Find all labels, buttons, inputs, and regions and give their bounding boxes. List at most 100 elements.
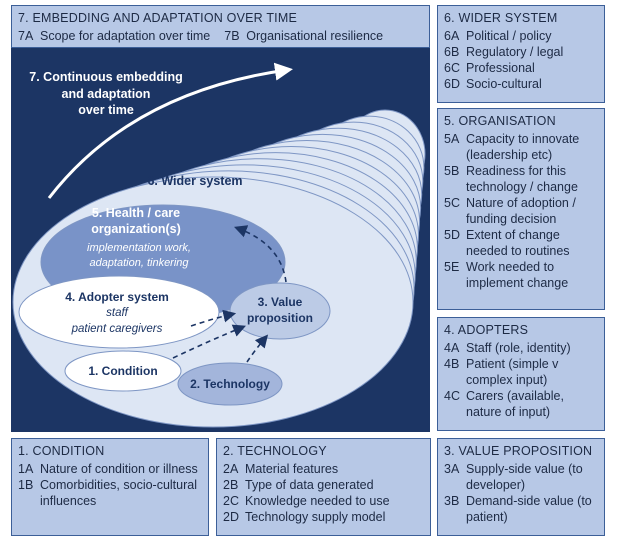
item-text: Extent of change needed to routines (466, 228, 570, 258)
nasss-diagram: 7. Continuous embedding and adaptation o… (11, 48, 430, 432)
organisation-label-2: organization(s) (91, 222, 181, 236)
item-text: Material features (245, 462, 339, 476)
adopter-item-4a: 4A Staff (role, identity) (444, 340, 598, 356)
item-text: Political / policy (466, 29, 552, 43)
item-text: Professional (466, 61, 535, 75)
wider-item-6d: 6D Socio-cultural (444, 76, 598, 92)
tech-item-2a: 2A Material features (223, 461, 424, 477)
embedding-items: 7A Scope for adaptation over time 7B Org… (18, 28, 423, 44)
item-code: 4B (444, 357, 460, 371)
organisation-label-1: 5. Health / care (92, 206, 180, 220)
adopter-item-4c: 4C Carers (available, nature of input) (444, 388, 598, 420)
item-text: Patient (simple v complex input) (466, 357, 559, 387)
item-code: 5A (444, 132, 460, 146)
embedding-heading: 7. EMBEDDING AND ADAPTATION OVER TIME (18, 11, 297, 25)
item-code: 6D (444, 77, 460, 91)
continuous-embedding-label-3: over time (78, 103, 134, 117)
value-item-3b: 3B Demand-side value (to patient) (444, 493, 598, 525)
technology-heading: 2. TECHNOLOGY (223, 444, 327, 458)
item-text: Carers (available, nature of input) (466, 389, 564, 419)
item-code: 4A (444, 341, 460, 355)
wider-system-label: 6. Wider system (147, 174, 242, 188)
item-code: 2B (223, 478, 239, 492)
wider-item-6a: 6A Political / policy (444, 28, 598, 44)
item-code: 7A (18, 29, 34, 43)
condition-item-1a: 1A Nature of condition or illness (18, 461, 202, 477)
item-code: 5C (444, 196, 460, 210)
condition-panel: 1. CONDITION 1A Nature of condition or il… (11, 438, 209, 536)
embedding-item-7a: 7A Scope for adaptation over time (18, 28, 210, 44)
value-item-3a: 3A Supply-side value (to developer) (444, 461, 598, 493)
arrow-technology-to-value (246, 334, 269, 363)
wider-system-panel: 6. WIDER SYSTEM 6A Political / policy 6B R… (437, 5, 605, 103)
item-text: Type of data generated (245, 478, 374, 492)
item-code: 6C (444, 61, 460, 75)
condition-ellipse (64, 350, 182, 392)
embedding-item-7b: 7B Organisational resilience (224, 28, 383, 44)
item-text: Supply-side value (to developer) (466, 462, 583, 492)
item-text: Organisational resilience (246, 29, 384, 43)
item-code: 1A (18, 462, 34, 476)
item-code: 4C (444, 389, 460, 403)
item-text: Readiness for this technology / change (466, 164, 578, 194)
value-proposition-label-1: 3. Value (258, 295, 303, 309)
organisation-heading: 5. ORGANISATION (444, 114, 556, 128)
item-code: 2D (223, 510, 239, 524)
item-text: Nature of adoption / funding decision (466, 196, 576, 226)
item-text: Regulatory / legal (466, 45, 564, 59)
adopters-heading: 4. ADOPTERS (444, 323, 529, 337)
item-code: 5B (444, 164, 460, 178)
continuous-embedding-label-2: and adaptation (62, 87, 151, 101)
adopter-sub-patient: patient caregivers (71, 323, 163, 335)
item-text: Demand-side value (to patient) (466, 494, 592, 524)
continuous-embedding-label-1: 7. Continuous embedding (29, 70, 182, 84)
condition-label: 1. Condition (88, 364, 157, 378)
adopter-system-ellipse (18, 275, 220, 349)
technology-ellipse (177, 362, 283, 406)
item-code: 5E (444, 260, 460, 274)
org-item-5b: 5B Readiness for this technology / change (444, 163, 598, 195)
tech-item-2d: 2D Technology supply model (223, 509, 424, 525)
adopter-item-4b: 4B Patient (simple v complex input) (444, 356, 598, 388)
time-arrow (47, 62, 293, 199)
item-text: Technology supply model (245, 510, 386, 524)
tech-item-2b: 2B Type of data generated (223, 477, 424, 493)
condition-heading: 1. CONDITION (18, 444, 105, 458)
item-code: 5D (444, 228, 460, 242)
wider-item-6c: 6C Professional (444, 60, 598, 76)
item-text: Staff (role, identity) (466, 341, 571, 355)
item-code: 3B (444, 494, 460, 508)
technology-panel: 2. TECHNOLOGY 2A Material features 2B Type… (216, 438, 431, 536)
item-code: 2A (223, 462, 239, 476)
item-text: Knowledge needed to use (245, 494, 390, 508)
wider-item-6b: 6B Regulatory / legal (444, 44, 598, 60)
organisation-sub-2: adaptation, tinkering (89, 257, 189, 269)
org-item-5d: 5D Extent of change needed to routines (444, 227, 598, 259)
value-proposition-panel: 3. VALUE PROPOSITION 3A Supply-side value… (437, 438, 605, 536)
item-code: 6B (444, 45, 460, 59)
org-item-5c: 5C Nature of adoption / funding decision (444, 195, 598, 227)
arrow-value-to-organisation (233, 225, 287, 283)
item-text: Comorbidities, socio-cultural influences (40, 478, 198, 508)
item-code: 7B (224, 29, 240, 43)
wider-system-heading: 6. WIDER SYSTEM (444, 11, 558, 25)
item-code: 1B (18, 478, 34, 492)
item-text: Capacity to innovate (leadership etc) (466, 132, 580, 162)
adopter-sub-staff: staff (106, 307, 130, 319)
arrow-condition-to-value (172, 324, 246, 359)
item-text: Scope for adaptation over time (40, 29, 211, 43)
value-proposition-heading: 3. VALUE PROPOSITION (444, 444, 593, 458)
organisation-sub-1: implementation work, (87, 242, 191, 254)
embedding-panel: 7. EMBEDDING AND ADAPTATION OVER TIME 7A… (11, 5, 430, 48)
org-item-5a: 5A Capacity to innovate (leadership etc) (444, 131, 598, 163)
organisation-panel: 5. ORGANISATION 5A Capacity to innovate (… (437, 108, 605, 310)
condition-item-1b: 1B Comorbidities, socio-cultural influenc… (18, 477, 202, 509)
technology-label: 2. Technology (190, 377, 270, 391)
item-code: 3A (444, 462, 460, 476)
item-text: Work needed to implement change (466, 260, 569, 290)
adopter-system-label: 4. Adopter system (65, 290, 169, 304)
item-text: Nature of condition or illness (40, 462, 198, 476)
item-text: Socio-cultural (466, 77, 542, 91)
item-code: 6A (444, 29, 460, 43)
